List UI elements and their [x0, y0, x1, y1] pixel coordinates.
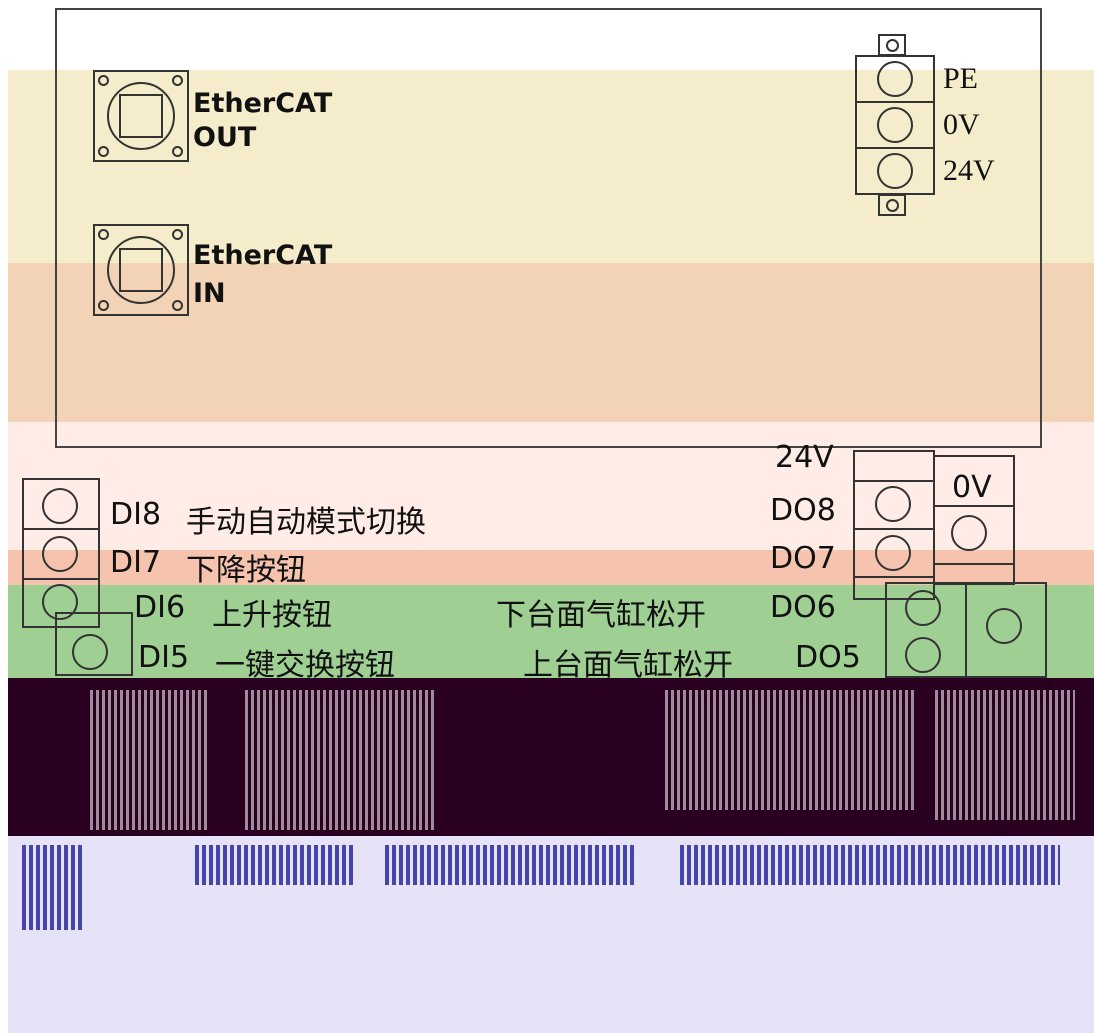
port-socket [119, 94, 163, 138]
rj45-port-icon [93, 70, 189, 162]
terminal-screw-icon [905, 590, 941, 626]
terminal-screw-icon [877, 153, 913, 189]
corruption-pattern [90, 690, 210, 830]
di7-desc: 下降按钮 [186, 553, 306, 588]
terminal-screw-icon [42, 536, 78, 572]
do5-desc: 上台面气缸松开 [523, 648, 733, 683]
corruption-pattern [665, 690, 915, 810]
power-0v-label: 0V [943, 108, 980, 141]
band-salmon [8, 550, 1094, 588]
terminal-screw-icon [905, 637, 941, 673]
di6-id: DI6 [134, 590, 186, 625]
terminal-screw-icon [875, 535, 911, 571]
terminal-screw-icon [877, 61, 913, 97]
terminal-screw-icon [72, 634, 108, 670]
corruption-pattern [22, 845, 82, 930]
power-pe-label: PE [943, 62, 979, 95]
di6-desc: 上升按钮 [212, 598, 332, 633]
terminal-screw-icon [877, 107, 913, 143]
device-enclosure [55, 8, 1042, 448]
di7-id: DI7 [110, 545, 162, 580]
terminal-cell [55, 612, 133, 676]
ethercat-in-label-line1: EtherCAT [193, 240, 333, 271]
di5-desc: 一键交换按钮 [215, 648, 395, 683]
di8-desc: 手动自动模式切换 [186, 505, 426, 540]
terminal-tab-hole [886, 199, 899, 212]
terminal-cell [965, 582, 1047, 678]
port-ring [107, 82, 175, 150]
do5-id: DO5 [795, 640, 861, 675]
port-mount-hole [172, 75, 183, 86]
terminal-screw-icon [986, 608, 1022, 644]
terminal-cell [933, 505, 1015, 565]
out-0v-label: 0V [952, 470, 992, 505]
terminal-screw-icon [42, 488, 78, 524]
port-ring [107, 236, 175, 304]
port-mount-hole [98, 229, 109, 240]
terminal-cell [855, 101, 935, 149]
terminal-tab-hole [886, 39, 899, 52]
terminal-tab-bottom [878, 194, 906, 216]
port-mount-hole [98, 75, 109, 86]
terminal-screw-icon [951, 515, 987, 551]
do7-id: DO7 [770, 541, 836, 576]
di8-id: DI8 [110, 497, 162, 532]
port-socket [119, 248, 163, 292]
band-pink [8, 422, 1094, 552]
power-24v-label: 24V [943, 154, 995, 187]
terminal-screw-icon [42, 584, 78, 620]
ethercat-out-label-line2: OUT [193, 122, 257, 153]
do6-id: DO6 [770, 590, 836, 625]
port-mount-hole [172, 300, 183, 311]
port-mount-hole [98, 300, 109, 311]
do8-id: DO8 [770, 493, 836, 528]
corruption-pattern [245, 690, 435, 830]
ethercat-in-label-line2: IN [193, 278, 226, 309]
corruption-pattern [195, 845, 355, 885]
terminal-screw-icon [875, 486, 911, 522]
corruption-pattern [935, 690, 1075, 820]
out-24v-label: 24V [775, 440, 834, 475]
port-mount-hole [172, 146, 183, 157]
do6-desc: 下台面气缸松开 [496, 598, 706, 633]
terminal-cell [22, 528, 100, 580]
di5-id: DI5 [138, 640, 190, 675]
port-mount-hole [98, 146, 109, 157]
corruption-pattern [680, 845, 1060, 885]
terminal-tab-top [878, 34, 906, 56]
ethercat-out-label-line1: EtherCAT [193, 88, 333, 119]
corruption-pattern [385, 845, 635, 885]
rj45-port-icon [93, 224, 189, 316]
port-mount-hole [172, 229, 183, 240]
